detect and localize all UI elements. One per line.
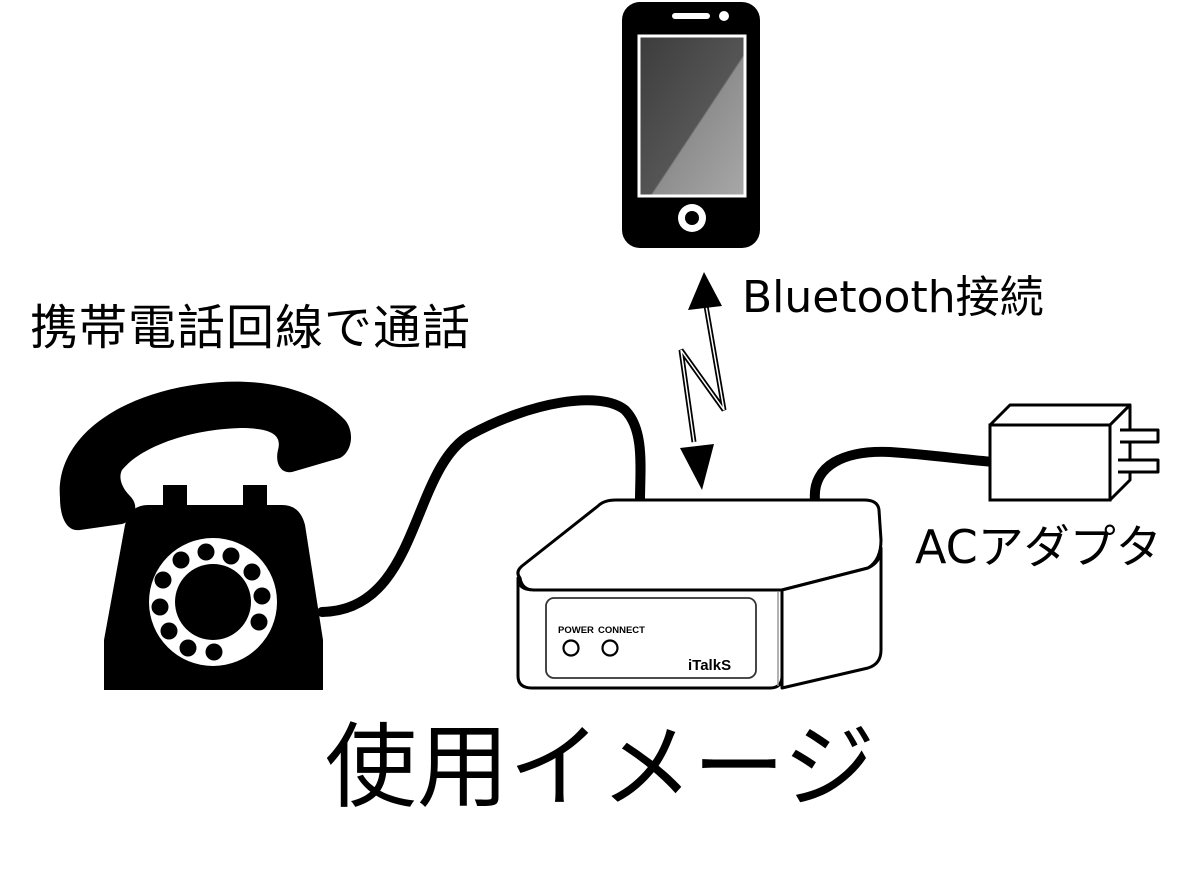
label-mobile-line-call: 携帯電話回線で通話 — [30, 300, 472, 356]
rotary-telephone-icon — [59, 381, 352, 690]
label-ac-adapter: ACアダプタ — [915, 520, 1162, 574]
label-bluetooth-connection: Bluetooth接続 — [742, 272, 1044, 323]
bluetooth-link-arrow — [678, 272, 727, 490]
smartphone-icon — [622, 2, 760, 248]
telephone-cord — [317, 395, 646, 617]
brand-label: iTalkS — [688, 657, 731, 674]
ac-adapter-icon — [988, 403, 1160, 502]
adapter-cord — [809, 446, 1000, 505]
power-label: POWER — [558, 625, 594, 636]
italks-device: POWER CONNECT iTalkS — [516, 498, 883, 690]
connect-led — [601, 639, 619, 657]
power-led — [562, 639, 580, 657]
diagram-title: 使用イメージ — [324, 714, 876, 821]
connect-label: CONNECT — [598, 625, 645, 636]
